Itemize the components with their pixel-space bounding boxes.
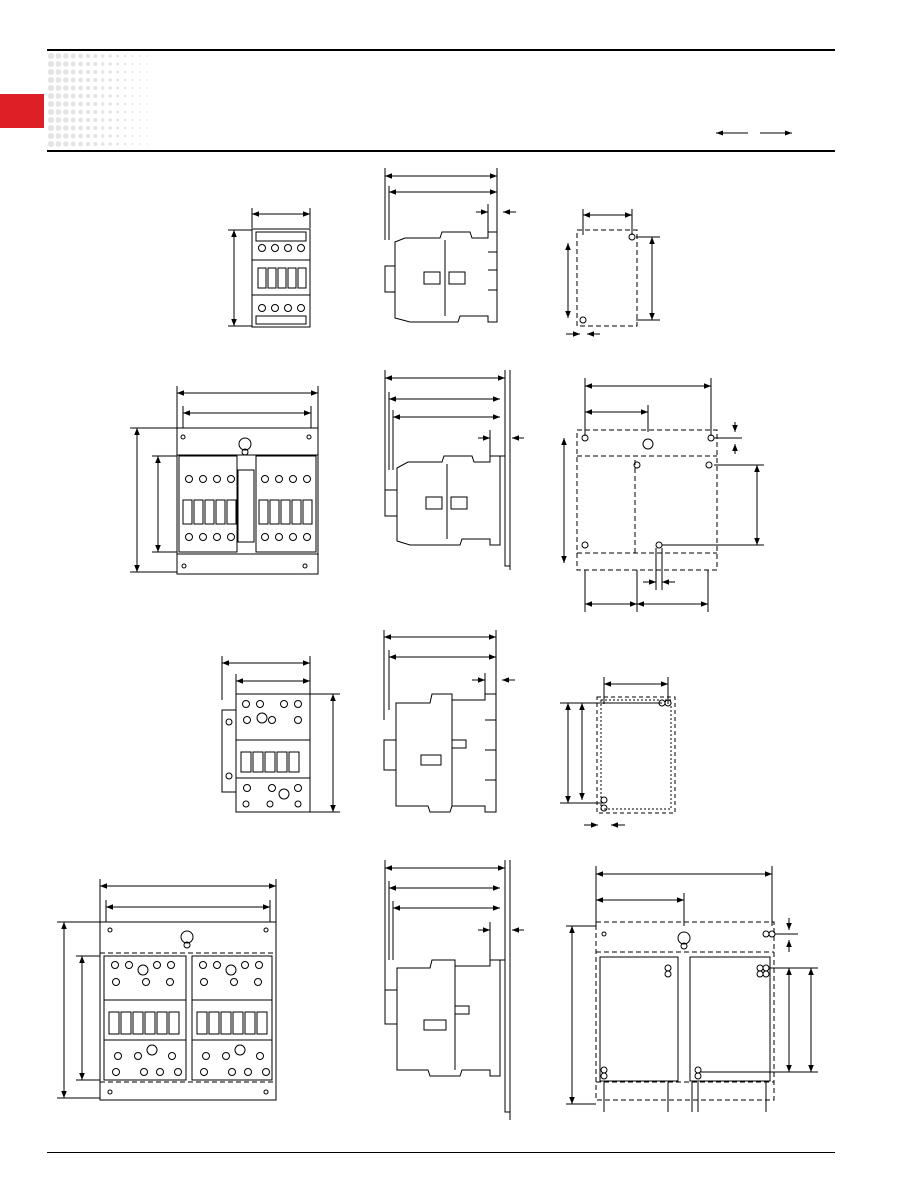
row-4-side-view [385,860,524,1120]
row-2-front-view [130,386,318,574]
row-4-front-view [57,879,276,1100]
section-tab [0,94,44,128]
dot-pattern-decoration [47,52,148,148]
row-3-front-view [222,656,340,812]
row-2-side-view [385,370,524,570]
row-3-side-view [384,630,515,812]
row-1-front-view [228,208,310,327]
row-2-mounting-template [561,378,764,612]
row-1-mounting-template [565,209,660,337]
terminal-screws-bottom [259,305,305,312]
double-arrow-icon [716,130,792,136]
row-1-side-view [385,168,516,322]
header-top-rule [47,49,835,51]
header-bottom-rule [47,150,835,152]
row-3-mounting-template [560,677,675,828]
footer-rule [47,1152,835,1153]
row-4-mounting-template [566,866,818,1112]
dimension-drawings [0,152,918,1152]
terminal-screws-top [259,245,305,252]
